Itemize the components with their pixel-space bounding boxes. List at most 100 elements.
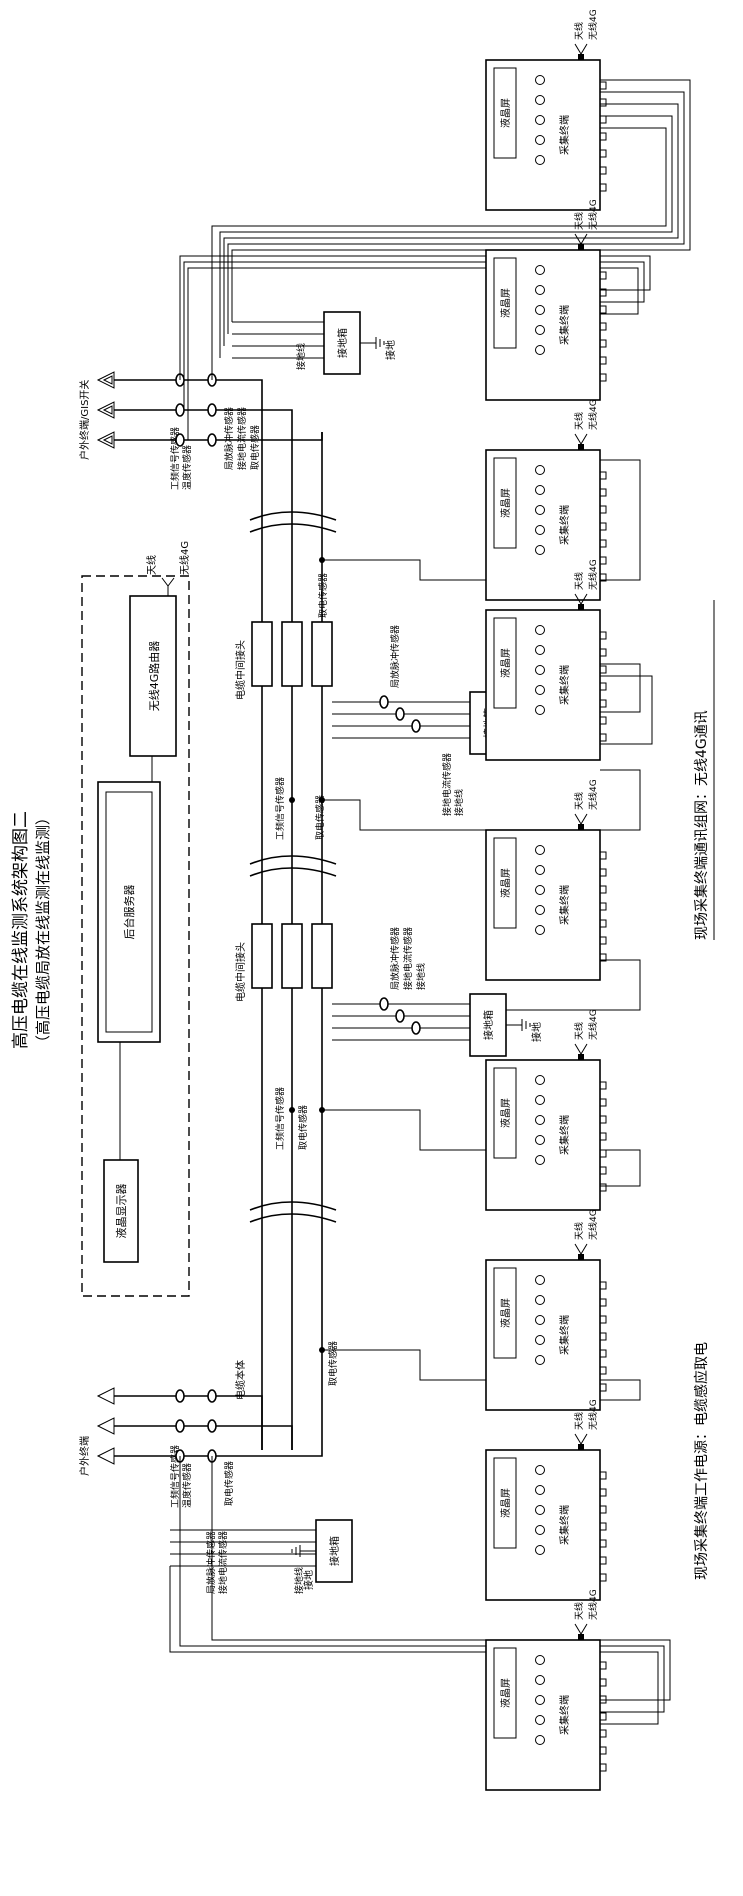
antenna-base bbox=[578, 444, 584, 450]
terminal-indicator bbox=[535, 95, 545, 105]
cable-body-label: 电缆本体 bbox=[234, 1360, 247, 1400]
terminal-wireless-label: 无线4G bbox=[587, 1009, 599, 1040]
terminal-indicator bbox=[535, 1715, 545, 1725]
terminal-port bbox=[599, 1298, 607, 1307]
wiring bbox=[169, 79, 691, 1725]
terminal-screen bbox=[493, 1267, 517, 1359]
terminal-wireless-label: 无线4G bbox=[587, 1209, 599, 1240]
terminal-box bbox=[485, 609, 601, 761]
terminal-antenna-label: 天线 bbox=[573, 572, 585, 590]
terminal-indicator bbox=[535, 1315, 545, 1325]
terminal-port bbox=[599, 1471, 607, 1480]
sensor-rings bbox=[175, 373, 421, 1463]
terminal-port bbox=[599, 305, 607, 314]
terminal-port bbox=[599, 1183, 607, 1192]
terminal-port bbox=[599, 733, 607, 742]
terminal-port bbox=[599, 149, 607, 158]
terminal-name-label: 采集终端 bbox=[558, 665, 571, 705]
terminal-screen bbox=[493, 1647, 517, 1739]
terminal-indicator bbox=[535, 1545, 545, 1555]
terminal-port bbox=[599, 851, 607, 860]
terminal-port bbox=[599, 1746, 607, 1755]
terminal-box bbox=[485, 449, 601, 601]
terminal-box bbox=[485, 829, 601, 981]
terminal-port bbox=[599, 1539, 607, 1548]
antenna-base bbox=[578, 1054, 584, 1060]
terminal-port bbox=[599, 339, 607, 348]
grounding-box-joint-2: 接地箱 接地 bbox=[332, 993, 543, 1057]
terminal-indicator bbox=[535, 1355, 545, 1365]
collection-terminal: 液晶屏采集终端天线无线4G bbox=[485, 1589, 607, 1791]
sensor-labels: 工频信号传感器 温度传感器 局放脉冲传感器 接地电流传感器 取电传感器 接地线 … bbox=[169, 343, 465, 1594]
terminal-port bbox=[599, 556, 607, 565]
svg-text:温度传感器: 温度传感器 bbox=[181, 445, 193, 490]
terminal-port bbox=[599, 885, 607, 894]
terminal-indicator bbox=[535, 305, 545, 315]
terminal-port bbox=[599, 953, 607, 962]
lcd-monitor-label: 液晶显示器 bbox=[114, 1184, 128, 1239]
terminal-antenna-label: 天线 bbox=[573, 22, 585, 40]
terminal-antenna-label: 天线 bbox=[573, 1412, 585, 1430]
terminal-wireless-label: 无线4G bbox=[587, 9, 599, 40]
antenna-icon bbox=[574, 1243, 588, 1255]
svg-text:取电传感器: 取电传感器 bbox=[314, 795, 326, 840]
terminal-port bbox=[599, 1081, 607, 1090]
collection-terminal: 液晶屏采集终端天线无线4G bbox=[485, 9, 607, 211]
terminal-port bbox=[599, 902, 607, 911]
terminal-indicator bbox=[535, 665, 545, 675]
svg-text:取电传感器: 取电传感器 bbox=[249, 425, 261, 470]
joint-label-1: 电缆中间接头 bbox=[234, 640, 247, 700]
grounding-box-top: 接地箱 接地 bbox=[232, 311, 397, 375]
terminal-indicator bbox=[535, 325, 545, 335]
server-room-frame bbox=[81, 575, 190, 1297]
terminal-name-label: 采集终端 bbox=[558, 1695, 571, 1735]
terminal-port bbox=[599, 522, 607, 531]
svg-text:接地箱: 接地箱 bbox=[482, 1010, 495, 1040]
terminal-port bbox=[599, 271, 607, 280]
collection-terminal: 液晶屏采集终端天线无线4G bbox=[485, 399, 607, 601]
terminal-port bbox=[599, 81, 607, 90]
antenna-icon bbox=[574, 43, 588, 55]
lcd-monitor-box bbox=[103, 1159, 139, 1263]
terminal-indicator bbox=[535, 285, 545, 295]
terminal-indicator bbox=[535, 1525, 545, 1535]
svg-text:工频信号传感器: 工频信号传感器 bbox=[274, 1087, 286, 1150]
terminal-indicator bbox=[535, 545, 545, 555]
svg-text:工频信号传感器: 工频信号传感器 bbox=[274, 777, 286, 840]
svg-text:取电传感器: 取电传感器 bbox=[327, 1341, 339, 1386]
svg-text:接地: 接地 bbox=[302, 1570, 315, 1590]
terminal-port bbox=[599, 1763, 607, 1772]
terminal-indicator bbox=[535, 465, 545, 475]
terminal-port bbox=[599, 488, 607, 497]
terminal-port bbox=[599, 1166, 607, 1175]
terminal-port bbox=[599, 1556, 607, 1565]
terminal-box bbox=[485, 1059, 601, 1211]
terminal-wireless-label: 无线4G bbox=[587, 779, 599, 810]
terminal-indicator bbox=[535, 485, 545, 495]
router-wireless-label: 无线4G bbox=[178, 541, 191, 575]
collection-terminal: 液晶屏采集终端天线无线4G bbox=[485, 559, 607, 761]
terminal-indicator bbox=[535, 645, 545, 655]
terminal-box bbox=[485, 59, 601, 211]
diagram-title: 高压电缆在线监测系统架构图二 bbox=[11, 811, 31, 1049]
terminal-port bbox=[599, 1729, 607, 1738]
terminal-name-label: 采集终端 bbox=[558, 305, 571, 345]
server-box bbox=[97, 781, 161, 1043]
terminal-indicator bbox=[535, 1075, 545, 1085]
terminal-name-label: 采集终端 bbox=[558, 1315, 571, 1355]
svg-text:局放脉冲传感器: 局放脉冲传感器 bbox=[389, 927, 401, 990]
terminal-screen-label: 液晶屏 bbox=[499, 1678, 512, 1708]
joint-group-2 bbox=[251, 923, 333, 989]
footer-network-note: 现场采集终端通讯组网：无线4G通讯 bbox=[693, 710, 710, 940]
svg-text:局放脉冲传感器: 局放脉冲传感器 bbox=[389, 625, 401, 688]
terminal-port bbox=[599, 716, 607, 725]
svg-text:接地电流传感器: 接地电流传感器 bbox=[236, 407, 248, 470]
terminal-screen-label: 液晶屏 bbox=[499, 488, 512, 518]
terminal-port bbox=[599, 1149, 607, 1158]
antenna-base bbox=[578, 244, 584, 250]
terminal-screen bbox=[493, 837, 517, 929]
collection-terminal: 液晶屏采集终端天线无线4G bbox=[485, 199, 607, 401]
server-label: 后台服务器 bbox=[122, 885, 136, 940]
svg-text:接地线: 接地线 bbox=[453, 789, 465, 816]
